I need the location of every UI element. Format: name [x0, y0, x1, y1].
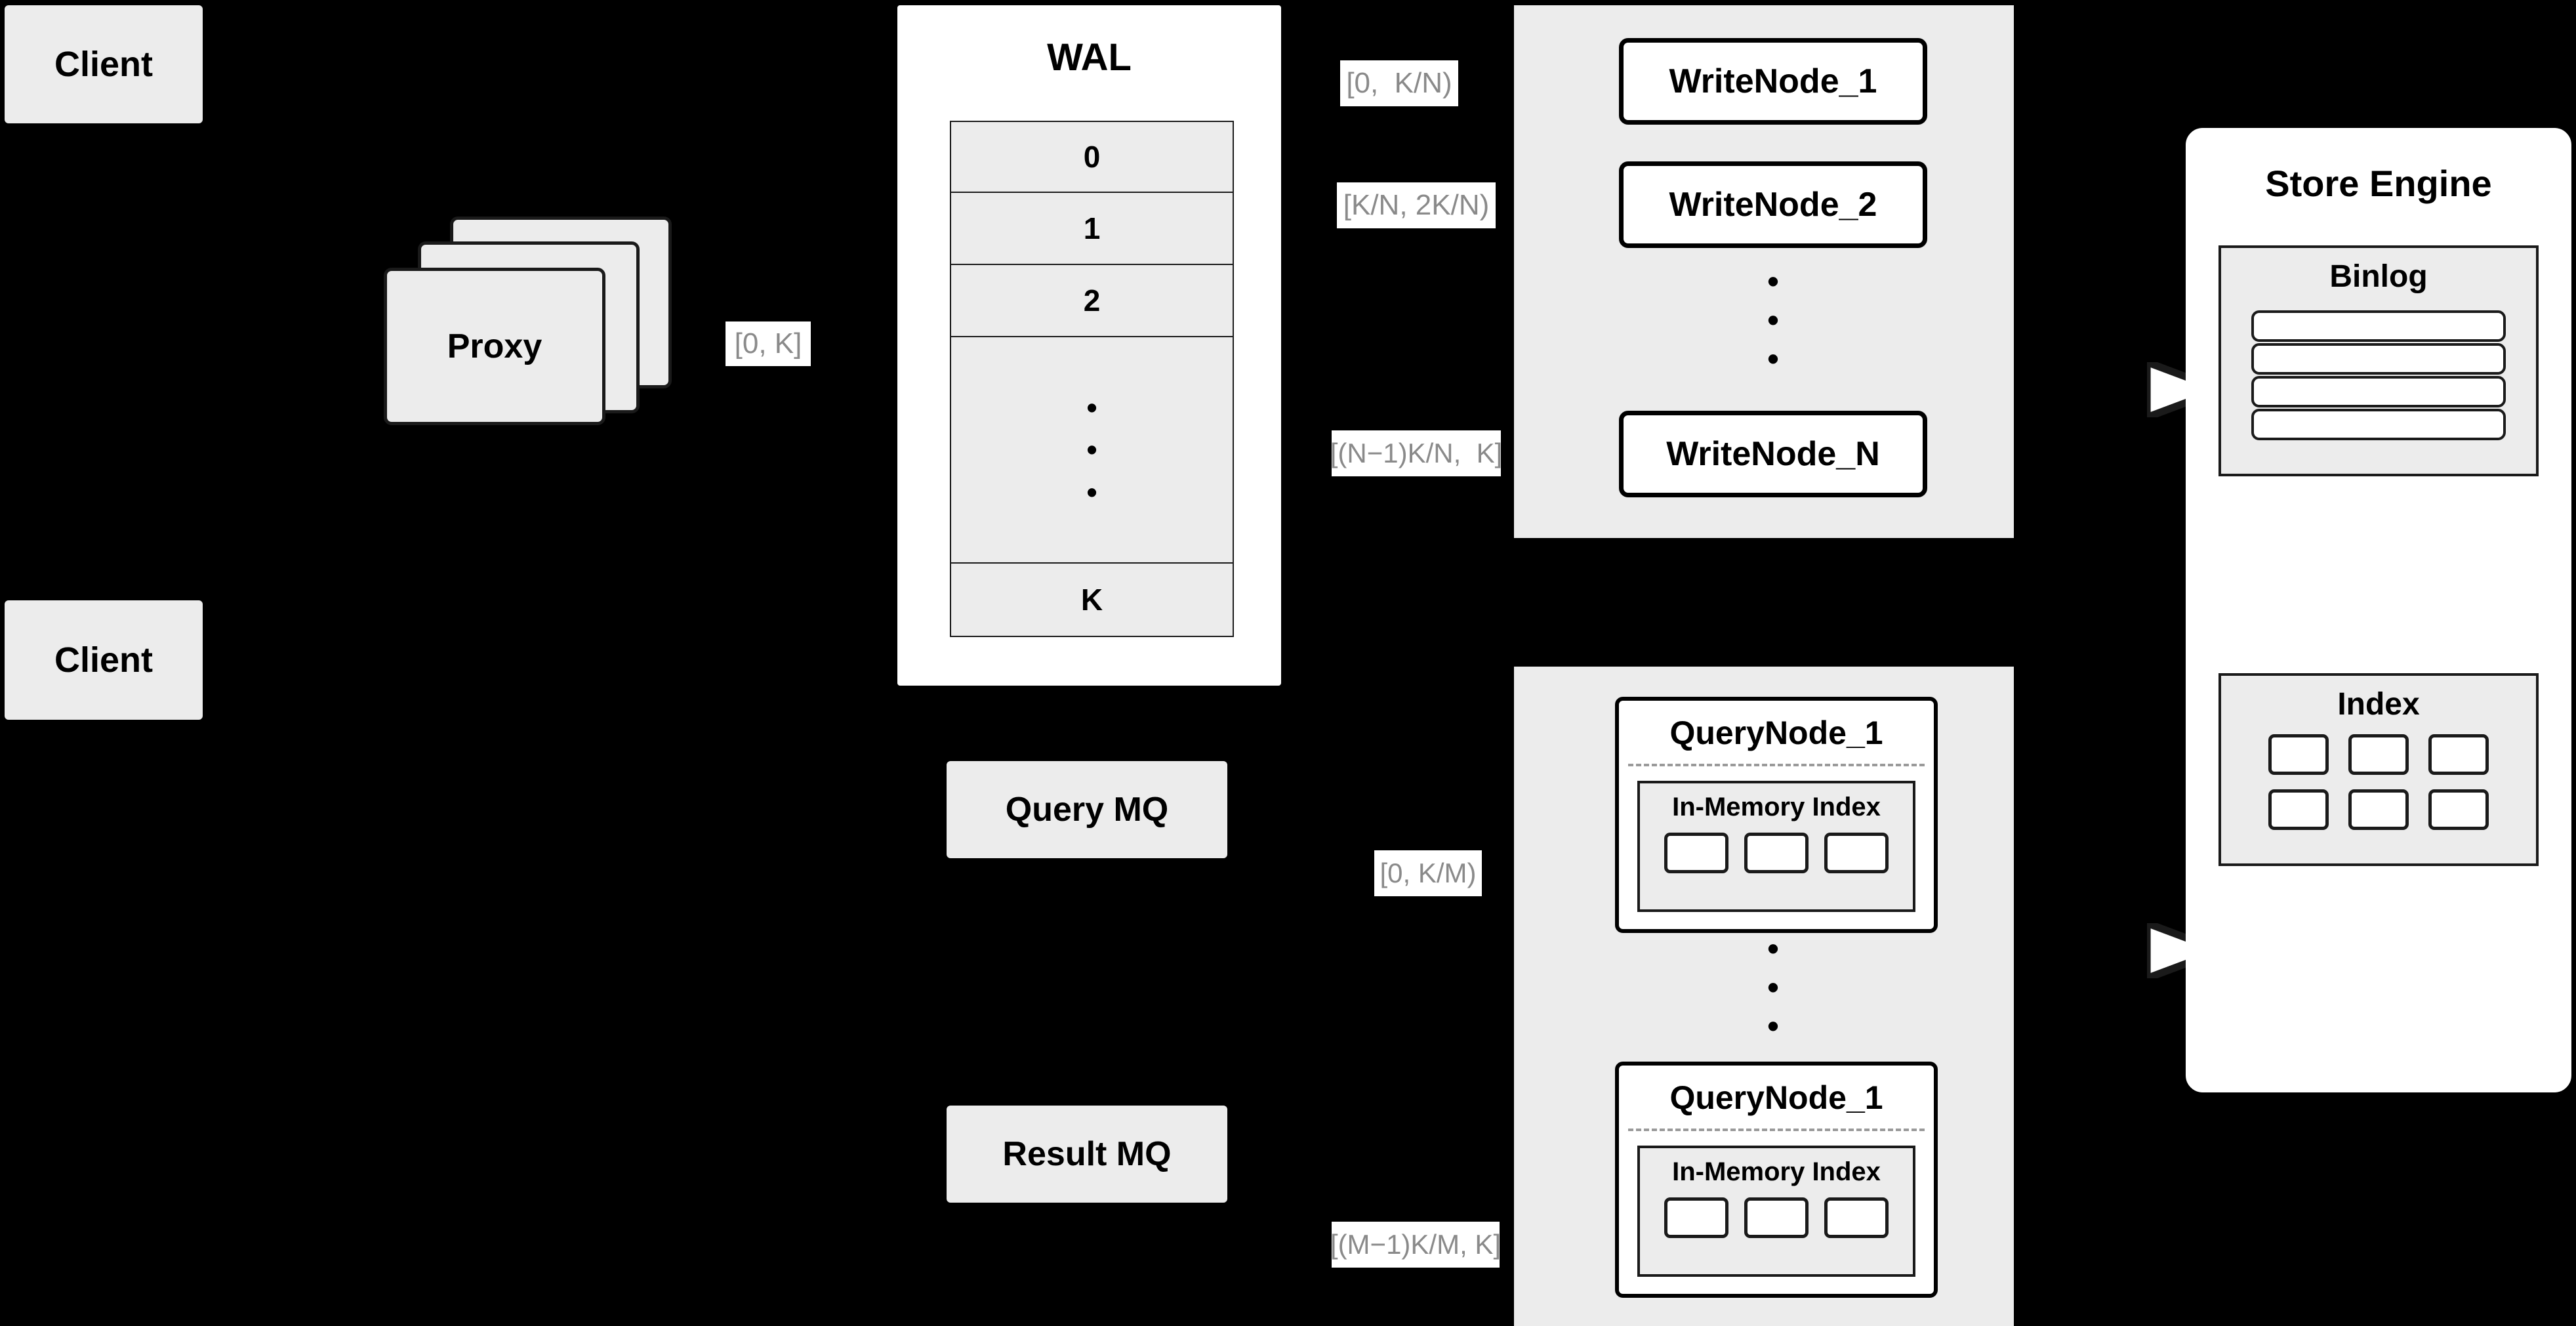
in-memory-index-2: In-Memory Index: [1637, 1146, 1915, 1277]
wal-container: WAL 0 1 2 • • • K: [897, 5, 1281, 686]
index-cell[interactable]: [1824, 1197, 1889, 1238]
binlog-panel: Binlog: [2218, 245, 2539, 476]
write-node-2[interactable]: WriteNode_2: [1619, 161, 1927, 248]
binlog-bar[interactable]: [2251, 310, 2506, 342]
binlog-bar[interactable]: [2251, 343, 2506, 375]
wal-row[interactable]: 1: [950, 193, 1234, 265]
write-node-vertical-ellipsis-icon: • • •: [1767, 263, 1779, 377]
binlog-bar[interactable]: [2251, 409, 2506, 440]
in-memory-index-title: In-Memory Index: [1672, 1157, 1881, 1186]
index-panel: Index: [2218, 673, 2539, 866]
wal-row-label: 2: [1083, 283, 1101, 318]
result-mq-label: Result MQ: [1002, 1135, 1172, 1173]
edge-label-text: [(N−1)K/N, K]: [1330, 438, 1503, 468]
wal-row-label: 1: [1083, 211, 1101, 245]
wal-row[interactable]: 2: [950, 265, 1234, 337]
query-node-label: QueryNode_1: [1669, 1079, 1883, 1116]
client-label: Client: [54, 640, 153, 680]
edge-label-text: [0, K]: [734, 327, 802, 360]
index-cell[interactable]: [2428, 734, 2489, 775]
client-box-2[interactable]: Client: [5, 600, 203, 720]
vertical-ellipsis-icon: • • •: [1086, 390, 1097, 509]
edge-label-write-n: [(N−1)K/N, K]: [1330, 430, 1503, 476]
index-cell-row: [1640, 1197, 1913, 1238]
query-node-label: QueryNode_1: [1669, 715, 1883, 751]
query-mq-label: Query MQ: [1005, 791, 1169, 829]
index-cell[interactable]: [2268, 789, 2329, 830]
index-cell[interactable]: [1744, 833, 1809, 873]
index-cell[interactable]: [2348, 789, 2409, 830]
proxy-label: Proxy: [447, 327, 542, 365]
wal-row[interactable]: K: [950, 564, 1234, 637]
query-node-vertical-ellipsis-icon: • • •: [1767, 930, 1779, 1045]
wal-row-label: 0: [1083, 140, 1101, 174]
index-title: Index: [2337, 687, 2420, 722]
index-cell-row: [2221, 789, 2536, 830]
write-node-label: WriteNode_1: [1669, 62, 1877, 100]
edge-label-text: [K/N, 2K/N): [1343, 189, 1490, 221]
index-cell[interactable]: [2348, 734, 2409, 775]
wal-row[interactable]: 0: [950, 121, 1234, 193]
proxy-box[interactable]: Proxy: [384, 268, 605, 425]
store-engine-title: Store Engine: [2265, 163, 2492, 204]
wal-row-ellipsis: • • •: [950, 337, 1234, 564]
store-engine-container: Store Engine Binlog Index: [2186, 128, 2571, 1092]
edge-label-write-2: [K/N, 2K/N): [1337, 182, 1496, 228]
binlog-bar[interactable]: [2251, 376, 2506, 407]
wal-title: WAL: [1047, 36, 1132, 79]
in-memory-index-1: In-Memory Index: [1637, 781, 1915, 912]
client-label: Client: [54, 45, 153, 84]
wal-rows: 0 1 2 • • • K: [950, 121, 1234, 637]
write-node-label: WriteNode_2: [1669, 186, 1877, 224]
binlog-title: Binlog: [2329, 259, 2428, 294]
index-cell[interactable]: [1744, 1197, 1809, 1238]
query-node-divider: [1628, 1129, 1925, 1131]
index-cell[interactable]: [2268, 734, 2329, 775]
result-mq-box[interactable]: Result MQ: [947, 1106, 1227, 1203]
edge-label-text: [(M−1)K/M, K]: [1330, 1229, 1502, 1260]
query-node-divider: [1628, 764, 1925, 766]
query-node-2[interactable]: QueryNode_1 In-Memory Index: [1615, 1062, 1938, 1298]
index-cell-row: [2221, 734, 2536, 775]
index-cell[interactable]: [1824, 833, 1889, 873]
index-cell[interactable]: [1664, 1197, 1728, 1238]
write-node-1[interactable]: WriteNode_1: [1619, 38, 1927, 125]
in-memory-index-title: In-Memory Index: [1672, 793, 1881, 821]
binlog-bar-list: [2251, 310, 2506, 440]
edge-label-text: [0, K/N): [1346, 67, 1452, 99]
edge-label-query-1: [0, K/M): [1374, 850, 1482, 896]
index-cell-row: [1640, 833, 1913, 873]
query-node-1[interactable]: QueryNode_1 In-Memory Index: [1615, 697, 1938, 933]
write-node-label: WriteNode_N: [1666, 435, 1880, 473]
index-cell[interactable]: [2428, 789, 2489, 830]
write-node-n[interactable]: WriteNode_N: [1619, 411, 1927, 497]
edge-label-proxy-to-wal: [0, K]: [726, 321, 811, 366]
index-cell[interactable]: [1664, 833, 1728, 873]
edge-label-query-m: [(M−1)K/M, K]: [1330, 1222, 1502, 1268]
client-box-1[interactable]: Client: [5, 5, 203, 123]
query-mq-box[interactable]: Query MQ: [947, 761, 1227, 858]
edge-label-text: [0, K/M): [1380, 858, 1477, 888]
edge-label-write-1: [0, K/N): [1340, 60, 1458, 106]
wal-row-label: K: [1080, 583, 1103, 617]
